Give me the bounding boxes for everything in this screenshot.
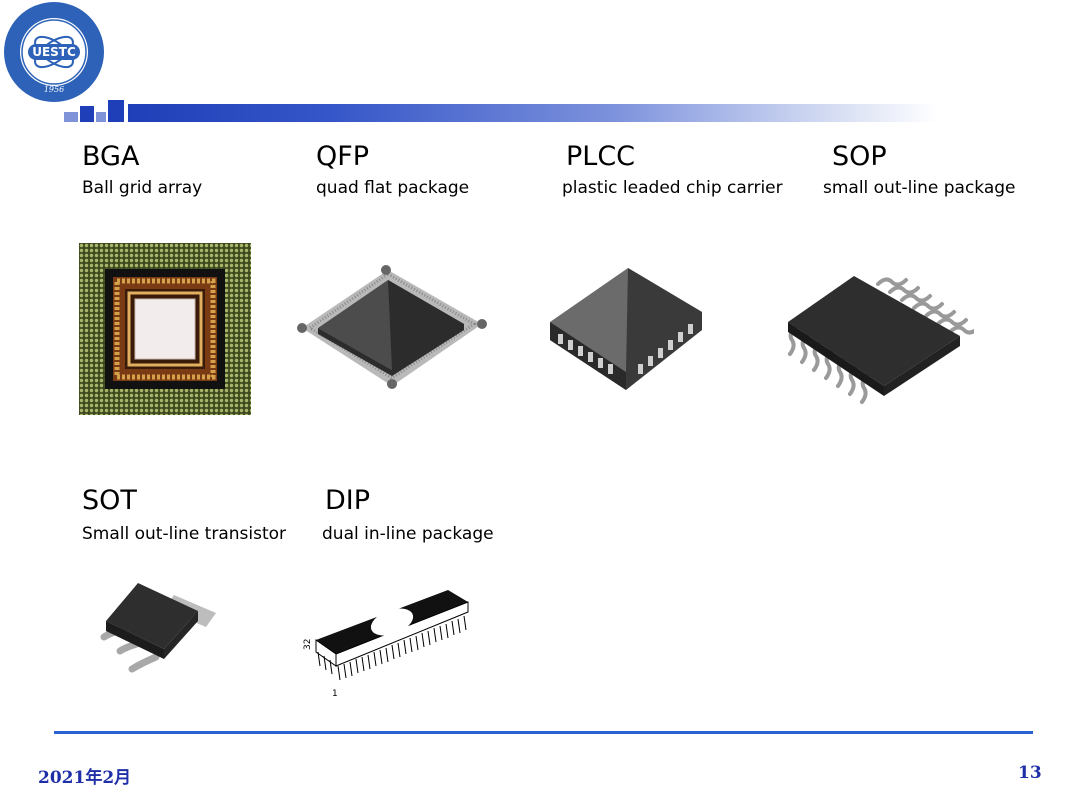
decor-square (96, 112, 106, 122)
package-title-sot: SOT (82, 485, 137, 516)
package-name-plcc: plastic leaded chip carrier (562, 178, 783, 198)
sop-chip-image (788, 276, 974, 404)
plcc-chip-image (550, 268, 702, 390)
svg-text:1956: 1956 (44, 85, 64, 94)
package-name-sop: small out-line package (823, 178, 1016, 198)
dip-pin-label-bottom: 1 (332, 689, 338, 699)
package-name-bga: Ball grid array (82, 178, 203, 198)
footer-date: 2021年2月 (38, 768, 132, 788)
svg-text:UESTC: UESTC (32, 45, 76, 59)
sot-chip-image (100, 583, 216, 673)
package-title-bga: BGA (82, 141, 140, 172)
qfp-chip-image (297, 265, 487, 389)
bga-chip-image (79, 243, 251, 415)
package-name-sot: Small out-line transistor (82, 524, 287, 544)
package-name-dip: dual in-line package (322, 524, 494, 544)
page-number: 13 (1018, 763, 1042, 783)
package-name-qfp: quad flat package (316, 178, 470, 198)
footer-divider (54, 731, 1033, 734)
decor-square (64, 112, 78, 122)
dip-chip-image: 32 1 (303, 590, 469, 699)
decor-square (108, 100, 124, 122)
dip-pin-label-top: 32 (303, 639, 313, 650)
package-title-qfp: QFP (316, 141, 370, 172)
header-gradient-bar (128, 104, 938, 122)
package-title-sop: SOP (832, 141, 887, 172)
package-title-dip: DIP (325, 485, 371, 516)
package-title-plcc: PLCC (566, 141, 636, 172)
university-logo: UESTC 1956 (4, 2, 104, 102)
decor-square (80, 106, 94, 122)
